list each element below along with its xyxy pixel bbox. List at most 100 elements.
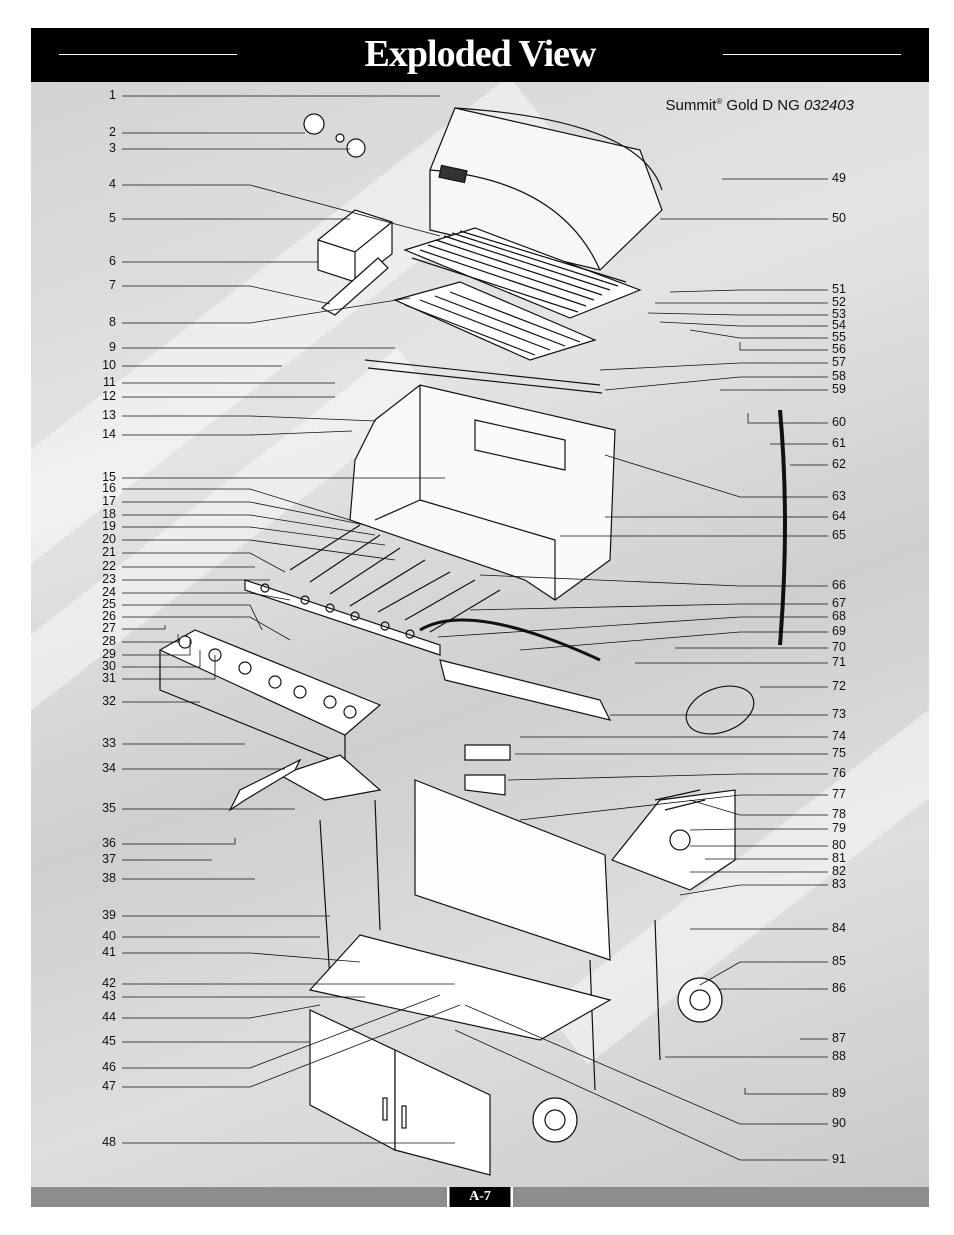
- callout-number: 42: [102, 976, 116, 990]
- grease-tray: [439, 659, 612, 721]
- page-title: Exploded View: [364, 33, 597, 75]
- callout-number: 54: [832, 318, 846, 332]
- callout-number: 25: [102, 597, 116, 611]
- grill-lid: [429, 107, 663, 271]
- callout-number: 28: [102, 634, 116, 648]
- callout-number: 10: [102, 358, 116, 372]
- callout-leader-line: [122, 604, 263, 631]
- callout-number: 15: [102, 470, 116, 484]
- callout-number: 45: [102, 1034, 116, 1048]
- callout-number: 56: [832, 342, 846, 356]
- callout-number: 75: [832, 746, 846, 760]
- callout-number: 60: [832, 415, 846, 429]
- callout-number: 41: [102, 945, 116, 959]
- callout-number: 63: [832, 489, 846, 503]
- callout-number: 90: [832, 1116, 846, 1130]
- callout-number: 86: [832, 981, 846, 995]
- callout-number: 89: [832, 1086, 846, 1100]
- callouts-right: [437, 178, 828, 1161]
- callout-number: 79: [832, 821, 846, 835]
- callout-number: 85: [832, 954, 846, 968]
- callout-number: 44: [102, 1010, 116, 1024]
- flavorizer-bars: [393, 281, 597, 361]
- callout-number: 38: [102, 871, 116, 885]
- cooking-grates: [403, 227, 642, 319]
- callout-number: 65: [832, 528, 846, 542]
- callout-number: 80: [832, 838, 846, 852]
- callout-number: 35: [102, 801, 116, 815]
- callout-number: 13: [102, 408, 116, 422]
- callout-leader-line: [122, 415, 377, 422]
- callout-number: 88: [832, 1049, 846, 1063]
- callout-leader-line: [122, 640, 191, 656]
- callout-number: 21: [102, 545, 116, 559]
- callout-leader-line: [122, 552, 286, 573]
- callout-number: 20: [102, 532, 116, 546]
- callout-number: 55: [832, 330, 846, 344]
- callout-number: 4: [109, 177, 116, 191]
- callout-number: 19: [102, 519, 116, 533]
- callout-number: 58: [832, 369, 846, 383]
- callout-number: 73: [832, 707, 846, 721]
- callout-number: 68: [832, 609, 846, 623]
- header-rule-right: [723, 54, 901, 55]
- callout-leader-line: [689, 799, 828, 816]
- callout-leader-line: [122, 634, 179, 643]
- callout-number: 64: [832, 509, 846, 523]
- callout-leader-line: [507, 773, 828, 781]
- callout-number: 46: [102, 1060, 116, 1074]
- callout-leader-line: [122, 592, 291, 601]
- callout-number: 48: [102, 1135, 116, 1149]
- callout-number: 31: [102, 671, 116, 685]
- callout-leader-line: [122, 430, 353, 436]
- callout-number: 27: [102, 621, 116, 635]
- callout-number: 11: [103, 375, 116, 389]
- callout-number: 6: [109, 254, 116, 268]
- page-footer: A-7: [31, 1187, 929, 1207]
- callout-number: 37: [102, 852, 116, 866]
- callout-number: 72: [832, 679, 846, 693]
- callout-leader-line: [122, 526, 386, 546]
- callout-number: 91: [832, 1152, 846, 1166]
- callout-leader-line: [122, 616, 291, 641]
- callout-number: 82: [832, 864, 846, 878]
- callout-number: 3: [109, 141, 116, 155]
- callout-leader-line: [519, 631, 828, 651]
- callout-leader-line: [122, 994, 441, 1069]
- callout-leader-line: [469, 603, 828, 611]
- burner-tubes: [289, 524, 601, 662]
- callout-leader-line: [464, 1004, 828, 1125]
- callout-number: 59: [832, 382, 846, 396]
- callout-leader-line: [744, 1088, 828, 1095]
- wheels: [532, 977, 723, 1143]
- callout-number: 39: [102, 908, 116, 922]
- callout-leader-line: [122, 655, 216, 680]
- callout-number: 47: [102, 1079, 116, 1093]
- gas-hose: [778, 409, 787, 646]
- page-header: Exploded View: [31, 28, 929, 82]
- cabinet-doors: [309, 1009, 491, 1176]
- callout-number: 52: [832, 295, 846, 309]
- callout-number: 14: [102, 427, 116, 441]
- callout-number: 67: [832, 596, 846, 610]
- callout-number: 57: [832, 355, 846, 369]
- callout-leader-line: [739, 342, 828, 351]
- callout-leader-line: [122, 1004, 461, 1088]
- callout-number: 5: [109, 211, 116, 225]
- callout-number: 18: [102, 507, 116, 521]
- callout-number: 74: [832, 729, 846, 743]
- callout-leader-line: [519, 794, 828, 821]
- callout-number: 12: [102, 389, 116, 403]
- callout-leader-line: [122, 488, 351, 521]
- callout-number: 71: [832, 655, 846, 669]
- callout-leader-line: [122, 285, 331, 305]
- control-panel: [158, 629, 382, 766]
- callout-leader-line: [599, 362, 828, 371]
- callout-number: 87: [832, 1031, 846, 1045]
- callout-number: 70: [832, 640, 846, 654]
- callout-number: 34: [102, 761, 116, 775]
- callout-number: 84: [832, 921, 846, 935]
- callout-number: 62: [832, 457, 846, 471]
- callout-leader-line: [122, 514, 376, 536]
